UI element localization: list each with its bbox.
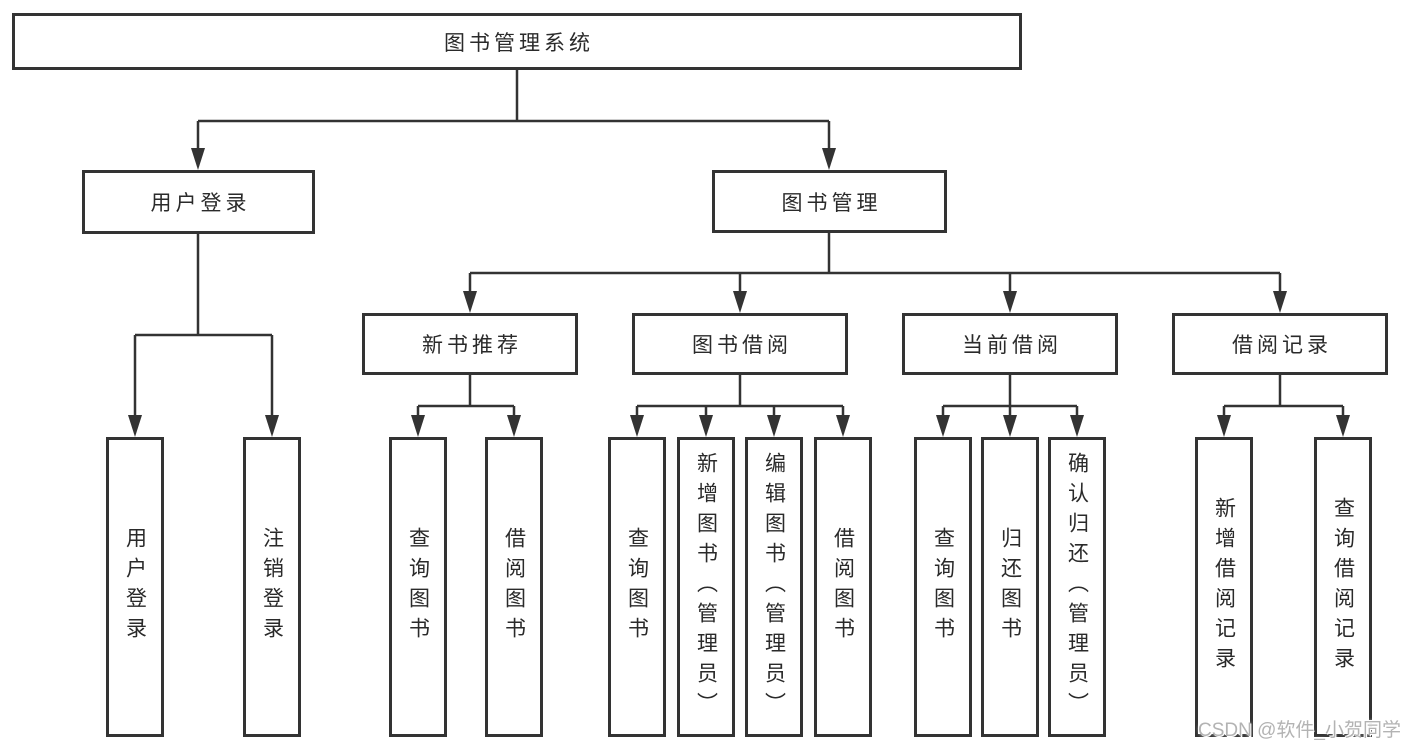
node-book-management: 图书管理 <box>712 170 947 233</box>
node-current-borrow: 当前借阅 <box>902 313 1118 375</box>
node-user-login: 用户登录 <box>82 170 315 234</box>
node-query-borrow-record-label: 查询借阅记录 <box>1331 497 1355 677</box>
node-add-borrow-record-label: 新增借阅记录 <box>1212 497 1236 677</box>
connector-book-management <box>463 233 1287 313</box>
node-borrow-book: 借阅图书 <box>814 437 872 737</box>
node-user-login-leaf-label: 用户登录 <box>123 527 147 647</box>
node-query-books-borrow: 查询图书 <box>608 437 666 737</box>
node-add-borrow-record: 新增借阅记录 <box>1195 437 1253 737</box>
node-borrow-books-recommend: 借阅图书 <box>485 437 543 737</box>
node-query-books-current: 查询图书 <box>914 437 972 737</box>
node-logout-leaf-label: 注销登录 <box>260 527 284 647</box>
connector-user-login <box>128 234 279 437</box>
node-new-book-recommend: 新书推荐 <box>362 313 578 375</box>
node-query-books-recommend: 查询图书 <box>389 437 447 737</box>
node-borrow-books-recommend-label: 借阅图书 <box>502 527 526 647</box>
node-library-system: 图书管理系统 <box>12 13 1022 70</box>
connector-new-book-recommend <box>411 375 521 437</box>
node-add-book-admin-label: 新增图书（管理员） <box>694 452 718 722</box>
connector-book-borrow <box>630 375 850 437</box>
node-book-management-label: 图书管理 <box>781 191 882 215</box>
node-book-borrow-label: 图书借阅 <box>692 334 792 357</box>
node-borrow-book-label: 借阅图书 <box>831 527 855 647</box>
node-query-books-current-label: 查询图书 <box>931 527 955 647</box>
node-query-books-recommend-label: 查询图书 <box>406 527 430 647</box>
node-new-book-recommend-label: 新书推荐 <box>422 334 522 357</box>
node-book-borrow: 图书借阅 <box>632 313 848 375</box>
node-edit-book-admin-label: 编辑图书（管理员） <box>762 452 786 722</box>
node-query-books-borrow-label: 查询图书 <box>625 527 649 647</box>
node-borrow-records: 借阅记录 <box>1172 313 1388 375</box>
node-user-login-leaf: 用户登录 <box>106 437 164 737</box>
node-borrow-records-label: 借阅记录 <box>1232 334 1332 357</box>
node-return-book: 归还图书 <box>981 437 1039 737</box>
node-confirm-return-admin-label: 确认归还（管理员） <box>1065 452 1089 722</box>
node-edit-book-admin: 编辑图书（管理员） <box>745 437 803 737</box>
node-user-login-label: 用户登录 <box>150 192 251 215</box>
node-library-system-label: 图书管理系统 <box>444 31 594 55</box>
connector-root <box>191 70 836 170</box>
node-logout-leaf: 注销登录 <box>243 437 301 737</box>
connector-borrow-records <box>1217 375 1350 437</box>
node-add-book-admin: 新增图书（管理员） <box>677 437 735 737</box>
node-current-borrow-label: 当前借阅 <box>962 334 1062 357</box>
node-return-book-label: 归还图书 <box>998 527 1022 647</box>
node-query-borrow-record: 查询借阅记录 <box>1314 437 1372 737</box>
csdn-watermark: CSDN @软件_小贺同学 <box>1198 720 1401 741</box>
connector-current-borrow <box>936 375 1084 437</box>
node-confirm-return-admin: 确认归还（管理员） <box>1048 437 1106 737</box>
